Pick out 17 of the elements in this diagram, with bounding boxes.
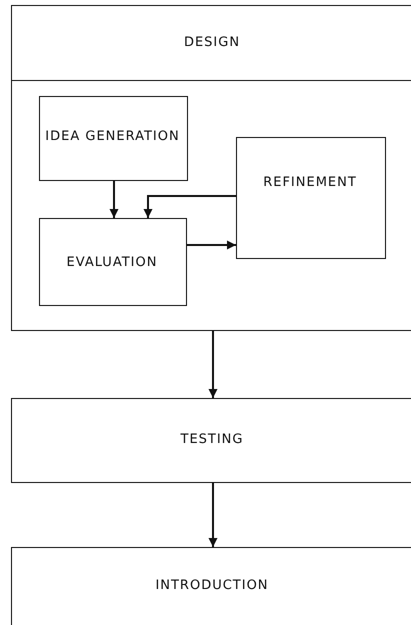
process-label: TESTING — [180, 430, 244, 449]
process-label: REFINEMENT — [262, 174, 358, 192]
process-box — [11, 547, 411, 625]
stage-heading: DESIGN — [182, 34, 242, 52]
arrow — [110, 181, 118, 218]
process-box — [38, 218, 186, 306]
arrow — [144, 195, 236, 218]
arrow — [208, 483, 218, 547]
process-label: EVALUATION — [66, 254, 158, 272]
stage-panel — [11, 5, 411, 331]
arrow — [187, 240, 236, 250]
process-box — [38, 96, 188, 180]
process-box — [236, 136, 386, 258]
process-label: INTRODUCTION — [154, 576, 270, 595]
process-box — [11, 398, 411, 483]
process-label: IDEA GENERATION — [44, 128, 181, 146]
arrow — [208, 331, 218, 398]
